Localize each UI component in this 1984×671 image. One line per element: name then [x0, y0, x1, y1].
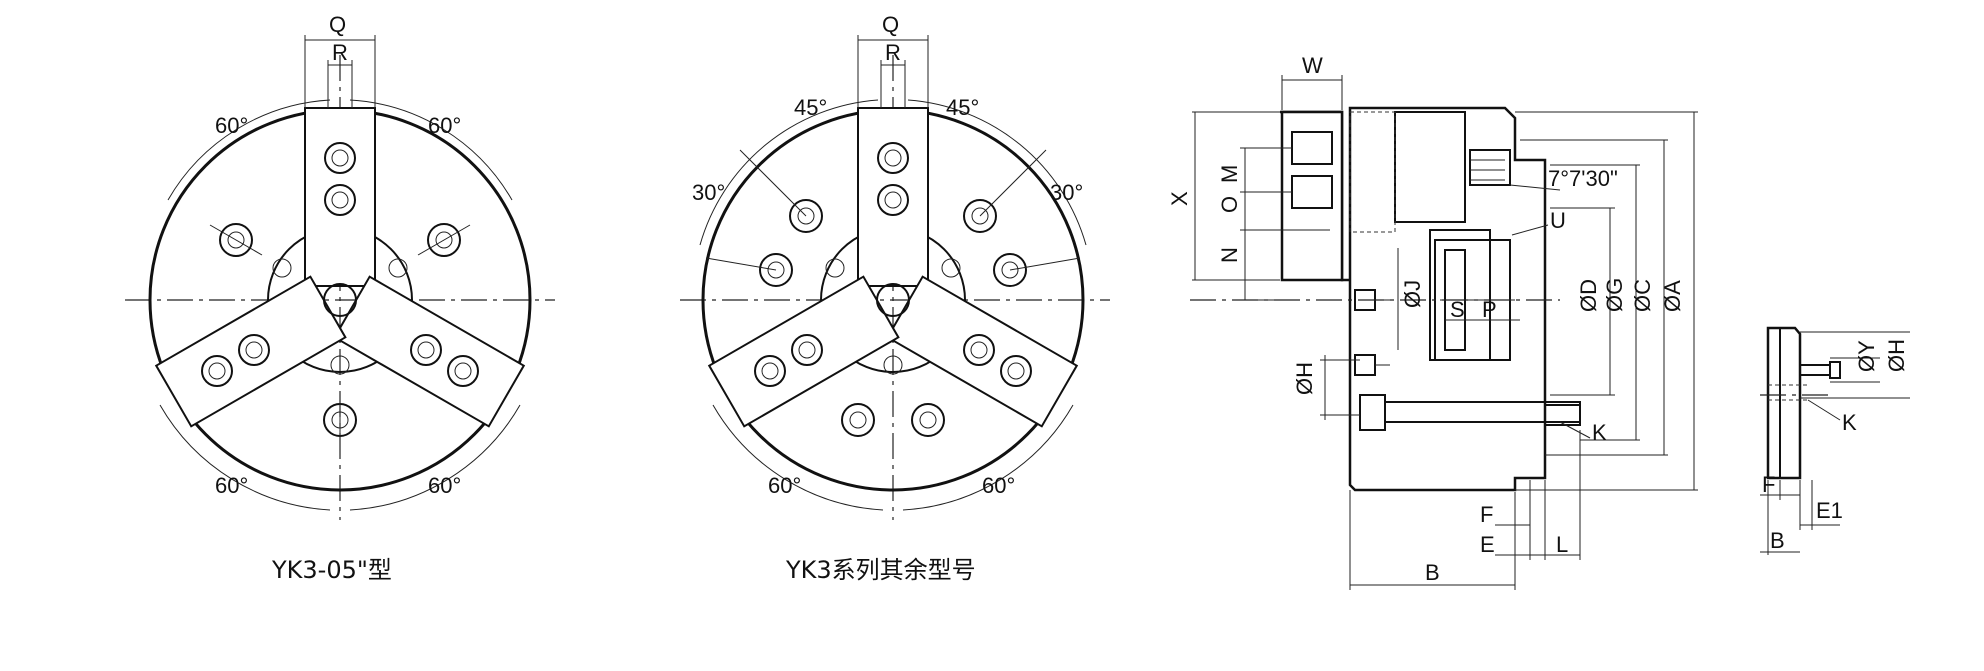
dim-f-jaw: F [1762, 472, 1775, 497]
dim-e1-jaw: E1 [1816, 498, 1843, 523]
dim-j: ØJ [1400, 280, 1425, 308]
dim-x: X [1167, 191, 1192, 206]
dim-u: U [1550, 208, 1566, 233]
angle-mid-right-2: 30° [1050, 180, 1083, 205]
dim-r: R [332, 40, 348, 65]
dim-h-jaw: ØH [1884, 339, 1909, 372]
dim-k: K [1592, 420, 1607, 445]
dim-d: ØD [1576, 279, 1601, 312]
dim-a: ØA [1660, 280, 1685, 312]
dim-s: S [1450, 297, 1465, 322]
dim-q-2: Q [882, 12, 899, 37]
angle-top-left: 60° [215, 113, 248, 138]
angle-top-right-2: 45° [946, 95, 979, 120]
dim-o: O [1217, 196, 1242, 213]
angle-top-left-2: 45° [794, 95, 827, 120]
angle-mid-left-2: 30° [692, 180, 725, 205]
front-view-yk3-05: Q R 60° 60° 60° 60° YK3-05"型 [125, 12, 555, 584]
angle-bottom-right: 60° [428, 473, 461, 498]
dim-p: P [1482, 297, 1497, 322]
angle-bottom-left-2: 60° [768, 473, 801, 498]
dim-b-jaw: B [1770, 528, 1785, 553]
angle-top-right: 60° [428, 113, 461, 138]
dim-c: ØC [1630, 279, 1655, 312]
dim-k-jaw: K [1842, 410, 1857, 435]
angle-bottom-left: 60° [215, 473, 248, 498]
dim-q: Q [329, 12, 346, 37]
dim-n: N [1217, 247, 1242, 263]
front-view-yk3-series: Q R 45° 45° 30° 30° 60° 60° YK3系列其余型号 [680, 12, 1110, 584]
dim-g: ØG [1602, 278, 1627, 312]
dim-b: B [1425, 560, 1440, 585]
caption-yk3-05: YK3-05"型 [271, 556, 392, 584]
dim-r-2: R [885, 40, 901, 65]
jaw-detail-view: ØY ØH K F E1 B [1760, 326, 1910, 555]
dim-m: M [1217, 165, 1242, 183]
caption-yk3-series: YK3系列其余型号 [785, 556, 976, 584]
dim-w: W [1302, 53, 1323, 78]
dim-e: E [1480, 532, 1495, 557]
side-section-view: W X M O N ØJ ØH S P U 7°7'30" [1167, 53, 1698, 590]
dim-angle: 7°7'30" [1548, 166, 1618, 191]
angle-bottom-right-2: 60° [982, 473, 1015, 498]
dim-y-jaw: ØY [1854, 340, 1879, 372]
dim-l: L [1556, 532, 1568, 557]
dim-f: F [1480, 502, 1493, 527]
dim-h: ØH [1292, 362, 1317, 395]
